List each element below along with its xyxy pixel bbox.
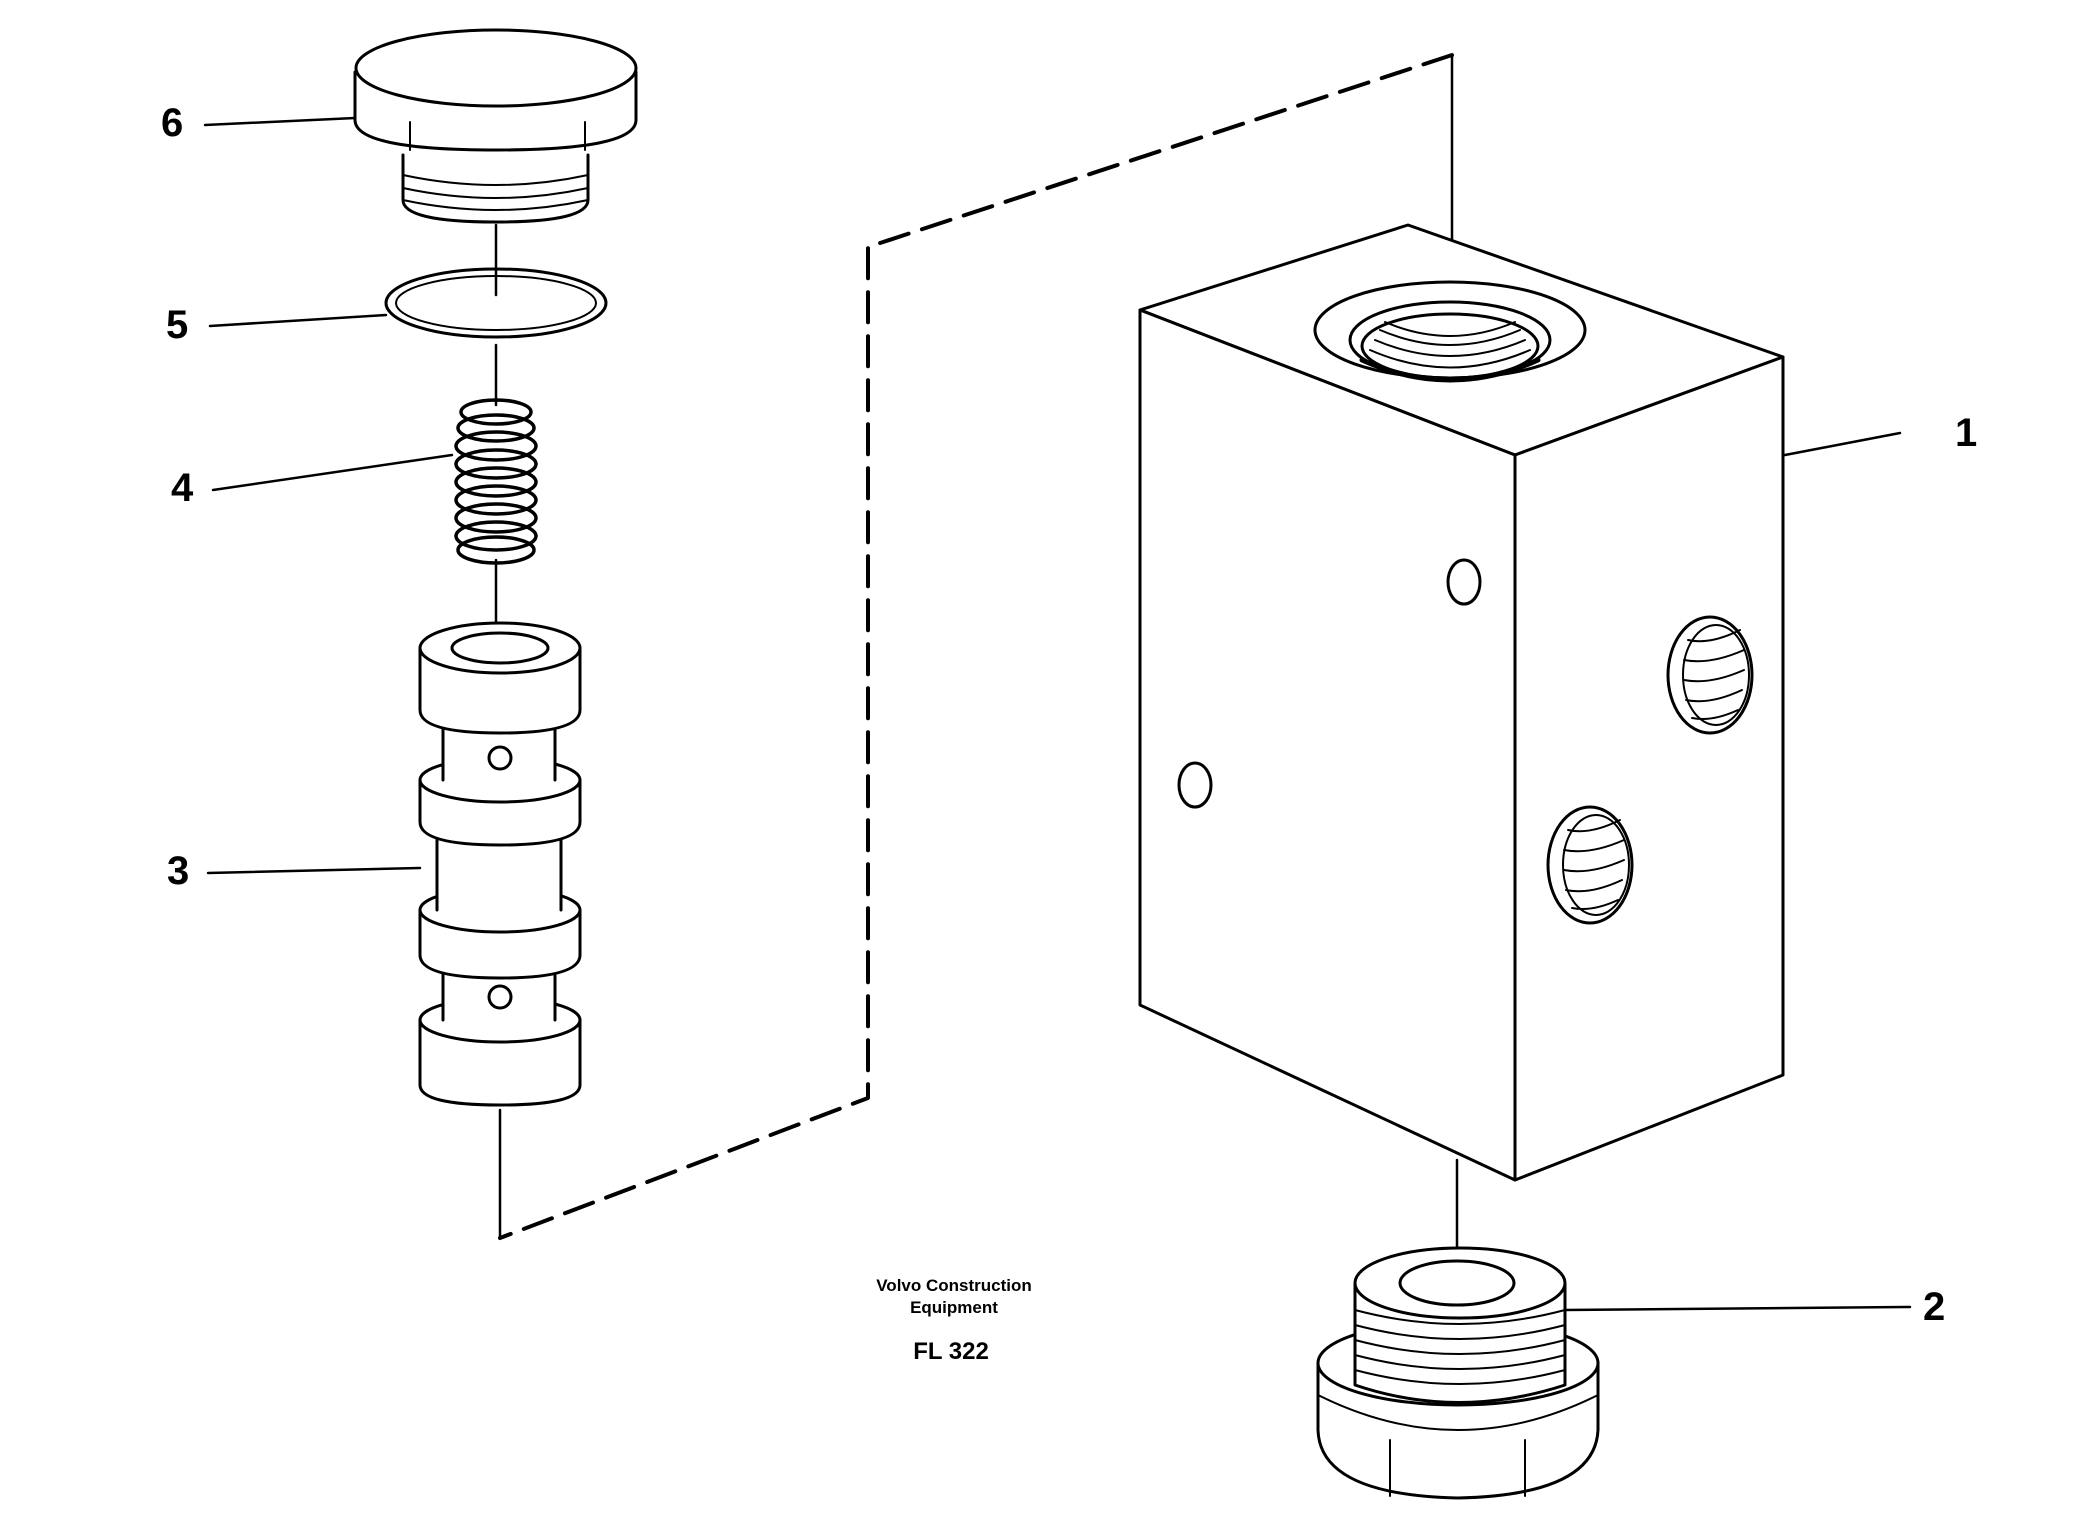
cap-plug-part-6 xyxy=(353,28,638,224)
side-threaded-port-upper xyxy=(1666,615,1754,735)
top-threaded-port xyxy=(1313,280,1587,383)
small-hole-lower xyxy=(1177,761,1213,809)
figure-code: FL 322 xyxy=(913,1338,989,1365)
valve-block-part-1 xyxy=(1138,223,1785,1182)
callout-6: 6 xyxy=(161,101,184,145)
side-threaded-port-lower xyxy=(1546,805,1634,925)
caption-line-1: Volvo Construction xyxy=(876,1276,1032,1295)
spool-part-3 xyxy=(418,621,582,1107)
callout-2: 2 xyxy=(1923,1285,1946,1329)
o-ring-part-5 xyxy=(384,267,608,339)
caption-line-2: Equipment xyxy=(910,1298,998,1317)
callout-4: 4 xyxy=(171,466,194,510)
small-hole-upper xyxy=(1446,558,1482,606)
callout-3: 3 xyxy=(167,849,190,893)
leader-lines xyxy=(203,116,1912,1312)
spring-part-4 xyxy=(454,398,538,565)
callout-1: 1 xyxy=(1955,411,1978,455)
callout-5: 5 xyxy=(166,303,189,347)
threaded-plug-part-2 xyxy=(1316,1246,1600,1500)
assembly-dashed-line xyxy=(498,53,1454,1240)
